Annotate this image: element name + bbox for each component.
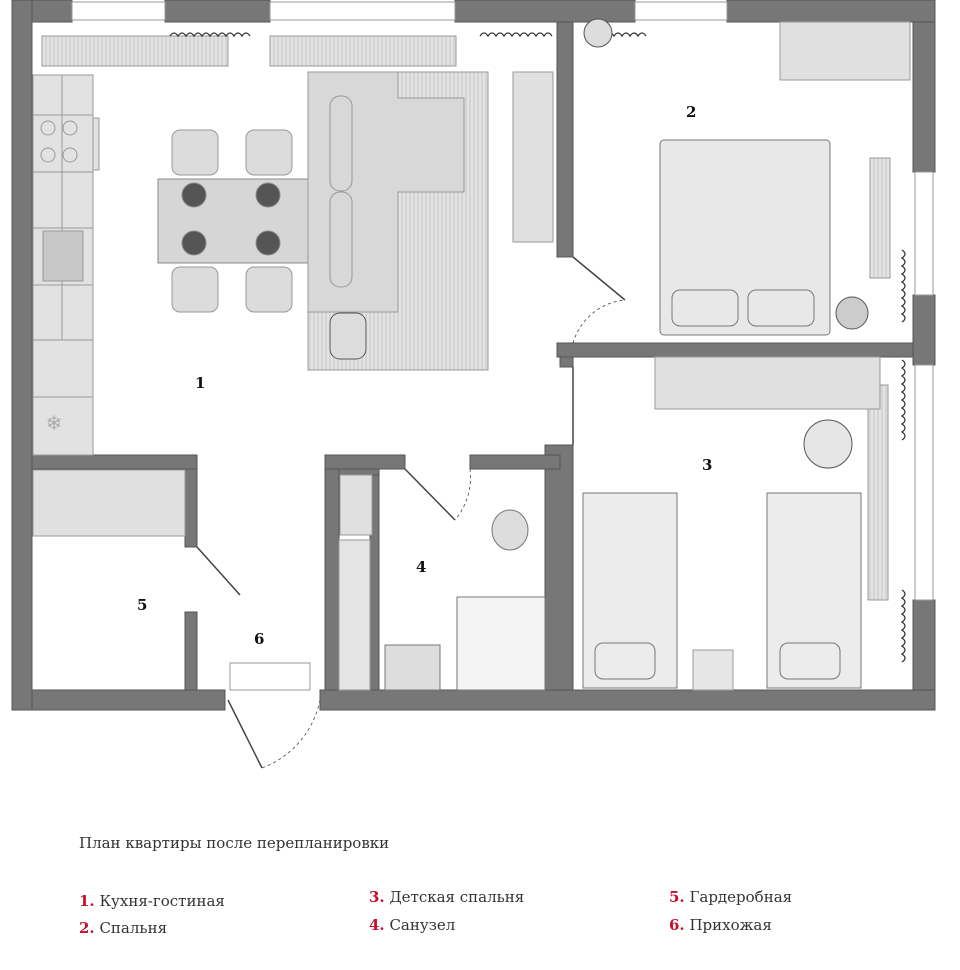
legend-label: Детская спальня: [389, 888, 525, 906]
hall-shoe-rack: [229, 662, 311, 691]
room-label-3: 3: [702, 456, 712, 474]
legend-label: Спальня: [99, 919, 168, 937]
floor-plan: ❄ 1 2: [11, 0, 936, 769]
armchair: [329, 312, 367, 360]
tv-stand: [512, 71, 554, 243]
legend-item-2: 2. Спальня: [79, 919, 167, 937]
room-label-5: 5: [137, 596, 147, 614]
legend-label: Кухня-гостиная: [99, 892, 225, 910]
legend-item-5: 5. Гардеробная: [669, 888, 792, 906]
room-label-6: 6: [254, 630, 264, 648]
legend-number: 5.: [669, 888, 685, 906]
doors: [196, 256, 626, 769]
chairs: [171, 129, 293, 313]
radiators: [41, 35, 891, 601]
room-label-4: 4: [416, 558, 426, 576]
desk: [654, 356, 881, 410]
shower: [456, 596, 546, 691]
plan-caption: План квартиры после перепланировки: [79, 834, 390, 852]
toilet: [491, 509, 529, 551]
beds-single: [582, 492, 862, 689]
dining-table: [157, 178, 309, 264]
walls: [11, 0, 936, 711]
legend-item-3: 3. Детская спальня: [369, 888, 524, 906]
washbasin: [384, 644, 441, 691]
legend-number: 3.: [369, 888, 385, 906]
legend-number: 1.: [79, 892, 95, 910]
sofa: [307, 71, 465, 313]
desk-chair: [803, 419, 853, 469]
legend-item-6: 6. Прихожая: [669, 916, 772, 934]
hall-closet: [338, 539, 371, 691]
legend-label: Санузел: [389, 916, 456, 934]
wardrobe-bedroom: [779, 21, 911, 81]
legend-label: Гардеробная: [689, 888, 793, 906]
chair-round: [583, 18, 613, 48]
snowflake-icon: ❄: [46, 411, 63, 435]
wardrobe-closet: [32, 469, 186, 537]
toy-box: [692, 649, 734, 691]
kitchen-counter: [32, 74, 100, 456]
legend-number: 4.: [369, 916, 385, 934]
legend-number: 2.: [79, 919, 95, 937]
room-label-2: 2: [686, 103, 696, 121]
legend-label: Прихожая: [689, 916, 772, 934]
legend-item-4: 4. Санузел: [369, 916, 455, 934]
legend-number: 6.: [669, 916, 685, 934]
room-label-1: 1: [195, 374, 205, 392]
bed-double: [659, 139, 831, 336]
legend-item-1: 1. Кухня-гостиная: [79, 892, 225, 910]
bath-cabinet: [339, 474, 373, 536]
windows: [71, 1, 934, 601]
nightstand: [835, 296, 869, 330]
